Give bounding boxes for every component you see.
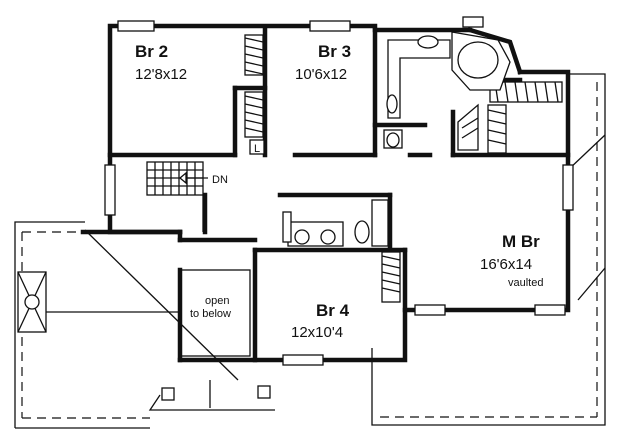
closet-master: [457, 81, 563, 154]
room-name-master: M Br: [502, 232, 540, 251]
hall-bath: [282, 199, 389, 247]
open-to-below: open to below: [179, 269, 251, 357]
chimney: [17, 271, 47, 333]
room-note-master: vaulted: [508, 277, 543, 289]
bottom-vents: [161, 385, 271, 401]
room-name-br2: Br 2: [135, 42, 168, 61]
linen-closet: L: [249, 139, 265, 155]
linen-label: L: [254, 143, 260, 155]
room-dims-br2: 12'8x12: [135, 66, 187, 83]
closet-br4: [381, 251, 401, 303]
room-name-br3: Br 3: [318, 42, 351, 61]
room-dims-br4: 12x10'4: [291, 324, 343, 341]
interior-walls: [107, 27, 571, 363]
closet-br2: [244, 34, 264, 76]
roof-right: [371, 73, 606, 426]
roof-left: [14, 221, 275, 429]
stair: DN: [146, 161, 228, 232]
open-to-below-line1: open: [205, 295, 229, 307]
open-to-below-line2: to below: [190, 308, 231, 320]
room-dims-master: 16'6x14: [480, 256, 532, 273]
room-name-br4: Br 4: [316, 301, 350, 320]
closet-br3: [244, 91, 264, 138]
stair-dn-label: DN: [212, 174, 228, 186]
room-dims-br3: 10'6x12: [295, 66, 347, 83]
windows: [104, 16, 574, 366]
master-bath: [383, 31, 511, 149]
